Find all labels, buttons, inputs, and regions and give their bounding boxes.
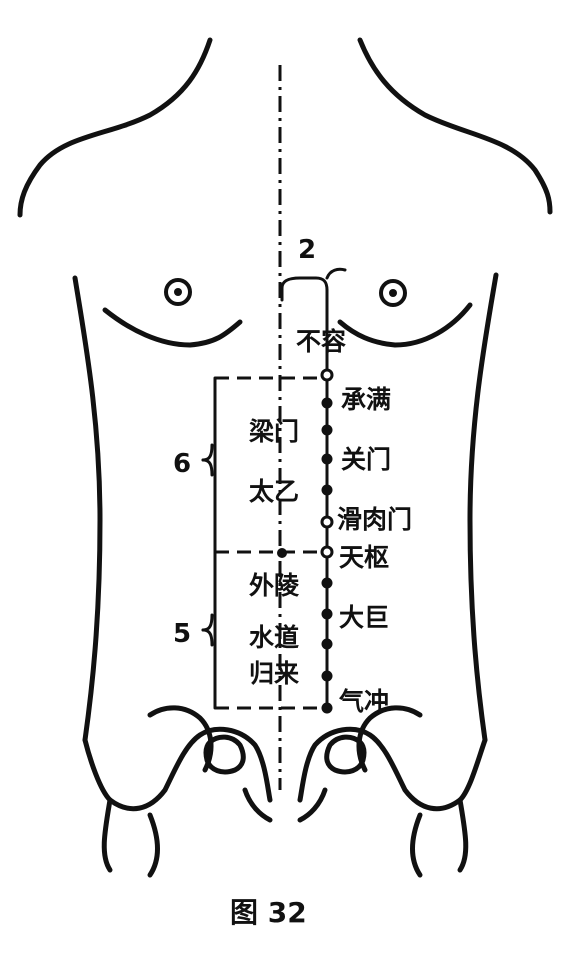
upper-measure-label: 6 bbox=[173, 449, 191, 479]
acupoint-shuidao-dot bbox=[321, 638, 333, 650]
label-guilai: 归来 bbox=[249, 659, 300, 688]
pelvis-outline bbox=[82, 705, 488, 878]
acupoint-daju-dot bbox=[321, 608, 333, 620]
left-nipple-icon bbox=[164, 278, 192, 306]
acupoint-taiyi-dot bbox=[321, 484, 333, 496]
right-nipple-icon bbox=[379, 279, 407, 307]
lower-measure-label: 5 bbox=[173, 619, 191, 649]
label-huaroumen: 滑肉门 bbox=[337, 505, 412, 534]
acupoint-chengman-dot bbox=[321, 397, 333, 409]
label-qichong: 气冲 bbox=[338, 687, 389, 716]
label-liangmen: 梁门 bbox=[248, 417, 299, 446]
width-bracket bbox=[280, 267, 347, 302]
label-daju: 大巨 bbox=[339, 603, 389, 632]
figure-caption: 图 32 bbox=[230, 896, 307, 929]
lower-bracket bbox=[201, 550, 327, 710]
label-shuidao: 水道 bbox=[249, 623, 299, 652]
acupoint-qichong-dot bbox=[321, 702, 333, 714]
acupoint-huaroumen-dot bbox=[320, 515, 334, 529]
upper-bracket bbox=[201, 376, 327, 554]
navel-dot bbox=[277, 548, 287, 558]
acupoint-burong-dot bbox=[320, 368, 334, 382]
acupoint-liangmen-dot bbox=[321, 424, 333, 436]
label-burong: 不容 bbox=[296, 327, 346, 356]
label-wailing: 外陵 bbox=[249, 571, 300, 600]
label-guanmen: 关门 bbox=[341, 445, 391, 474]
acupoint-markers bbox=[277, 368, 334, 714]
torso-outline bbox=[17, 37, 553, 743]
acupoint-guilai-dot bbox=[321, 670, 333, 682]
acupoint-wailing-dot bbox=[321, 577, 333, 589]
label-taiyi: 太乙 bbox=[249, 477, 299, 506]
width-label: 2 bbox=[298, 235, 316, 265]
label-chengman: 承满 bbox=[341, 385, 391, 414]
label-tianshu: 天枢 bbox=[339, 543, 389, 572]
acupoint-tianshu-dot bbox=[320, 545, 334, 559]
acupoint-guanmen-dot bbox=[321, 453, 333, 465]
